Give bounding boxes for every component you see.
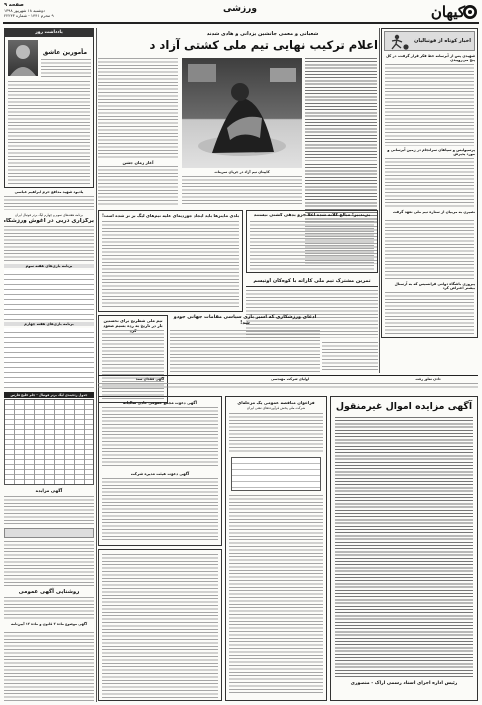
logo-text: کیهان bbox=[430, 3, 466, 21]
schedule-header-2: برنامه بازی‌های هفته چهارم bbox=[4, 322, 94, 326]
tender-ad: فراخوان مناقصه عمومی یک مرحله‌ای شرکت مل… bbox=[225, 396, 327, 701]
league-body bbox=[4, 226, 94, 262]
league-headline: برگزاری دربی در آغوش ورزشگاه bbox=[4, 218, 94, 224]
short-news-box: اخبار کوتاه از فوتبالیان شهیدی پس از آبر… bbox=[381, 28, 478, 338]
wrestlers-image-icon bbox=[188, 64, 296, 156]
strip-label-3: آگهی فقدان سند bbox=[135, 377, 165, 381]
main-lead-text bbox=[305, 58, 377, 161]
short-news-body-4 bbox=[385, 292, 474, 336]
football-player-icon bbox=[391, 34, 409, 50]
main-kicker: شعبانی و معمی جانشین یزدانی و هادی شدند bbox=[206, 31, 319, 37]
recall-body-2 bbox=[4, 632, 94, 701]
small-ads-block bbox=[98, 549, 222, 701]
issue-line: ۹ محرم ۱۴۴۱ - شماره ۲۲۲۴۳ bbox=[4, 13, 54, 18]
column-rule-left bbox=[96, 28, 97, 702]
auction-body bbox=[4, 496, 94, 526]
property-auction-body bbox=[335, 417, 473, 679]
tender-body-2 bbox=[229, 495, 323, 695]
short-news-body-3 bbox=[385, 220, 474, 280]
short-news-sub-2: نصیرن به مربیان از ستاره تیم ملی تعهد گر… bbox=[392, 210, 475, 214]
ads-separator bbox=[98, 375, 478, 376]
masthead: کیهان ورزشی صفحه ۹ دوشنبه ۱۸ شهریور ۱۳۹۸… bbox=[0, 0, 482, 24]
portrait-icon bbox=[10, 45, 36, 76]
strip-small-ads bbox=[98, 383, 478, 389]
assembly-title: آگهی دعوت مجمع عمومی عادی سالیانه bbox=[123, 400, 197, 405]
miners-news-body bbox=[102, 221, 239, 309]
main-body-left bbox=[98, 58, 178, 158]
left-ads-body bbox=[4, 541, 94, 586]
auction-header: آگهی مزایده bbox=[35, 489, 63, 494]
schedule-table-2 bbox=[4, 328, 94, 388]
main-body-center bbox=[182, 176, 302, 206]
debt-news-title: بی‌تدبیر! مبالغ کلانه شده اعلا جزو بدهی … bbox=[253, 213, 371, 218]
note-header: یادداشت روز bbox=[5, 29, 93, 37]
newspaper-logo: کیهان bbox=[418, 2, 478, 22]
tender-title: فراخوان مناقصه عمومی یک مرحله‌ای bbox=[237, 400, 315, 405]
miners-news-box: بلدی ماینرها باید ایجاد جوردیه‌ای علیه ت… bbox=[98, 210, 243, 312]
board-invite-body bbox=[102, 478, 218, 542]
column-rule-right bbox=[379, 28, 380, 373]
short-news-sub-1: پرسپولیس و سپاهان سرانجام در زمین آبرسان… bbox=[387, 148, 475, 157]
schedule-table-1 bbox=[4, 270, 94, 320]
section-title: ورزشی bbox=[223, 4, 257, 14]
property-auction-title: آگهی مزایده اموال غیرمنقول bbox=[335, 401, 473, 412]
short-news-sub-3: پیروزی باشگاه دولتی فرانسیس که به آرسنال… bbox=[394, 282, 475, 291]
center-filler bbox=[322, 342, 378, 372]
roster-list bbox=[305, 164, 377, 224]
short-news-body-1 bbox=[385, 64, 474, 146]
main-body-left-2 bbox=[98, 166, 178, 206]
note-body-2 bbox=[8, 81, 90, 185]
chess-body bbox=[102, 330, 164, 400]
debt-news-body bbox=[250, 221, 374, 271]
judo-body bbox=[170, 330, 320, 372]
logo-emblem-icon bbox=[463, 5, 477, 19]
recall-header: روشنایی آگهی عمومی bbox=[18, 589, 80, 595]
debt-news-box: بی‌تدبیر! مبالغ کلانه شده اعلا جزو بدهی … bbox=[246, 210, 378, 273]
masthead-rule bbox=[3, 22, 479, 24]
short-news-title: اخبار کوتاه از فوتبالیان bbox=[414, 38, 471, 44]
page-number: صفحه ۹ bbox=[4, 2, 24, 8]
karate-title: تمرین مشترک تیم ملی کاراته با کوه‌کان آو… bbox=[246, 278, 378, 287]
author-photo bbox=[8, 40, 38, 76]
recall-body bbox=[4, 597, 94, 619]
short-news-lead: شهیدی پس از آبرسانه خط فکر قرار گرفت، در… bbox=[385, 54, 475, 63]
assembly-body bbox=[102, 407, 218, 467]
recall-subheader: آگهی موضوع ماده ۳ قانون و ماده ۱۳ آیین‌ن… bbox=[10, 622, 88, 626]
main-headline: اعلام ترکیب نهایی تیم ملی کشتی آزاد در ر… bbox=[150, 38, 378, 52]
obit-body bbox=[4, 196, 94, 210]
tender-table bbox=[231, 457, 321, 491]
judo-title: ادعای ورزشکاری که اسیر بازی سیاسی مقامات… bbox=[173, 315, 317, 326]
league-kicker: برنامه هفته‌های سوم و چهارم لیگ برتر فوت… bbox=[14, 213, 84, 217]
photo-caption: کاپیتان تیم آزاد در جریان تمرینات bbox=[214, 170, 270, 174]
logo-strip bbox=[4, 528, 94, 538]
note-author-name: مأمورین عاشق bbox=[42, 49, 88, 56]
standings-table bbox=[4, 399, 94, 485]
note-body bbox=[41, 59, 91, 79]
property-auction-ad: آگهی مزایده اموال غیرمنقول رئیس اداره اج… bbox=[330, 396, 478, 701]
main-body-title: آغاز زمان جشن bbox=[122, 160, 154, 165]
date-line: دوشنبه ۱۸ شهریور ۱۳۹۸ bbox=[4, 8, 45, 13]
wrestling-photo bbox=[182, 58, 302, 168]
strip-label-2: اولیای شرکت مهندسی bbox=[270, 377, 310, 381]
tender-subtitle: شرکت ملی پخش فرآورده‌های نفتی ایران bbox=[246, 406, 306, 410]
miners-news-title: بلدی ماینرها باید ایجاد جوردیه‌ای علیه ت… bbox=[101, 213, 240, 218]
assembly-ad: آگهی دعوت مجمع عمومی عادی سالیانه آگهی د… bbox=[98, 396, 222, 546]
strip-label-1: دادن تعلق رفت bbox=[415, 377, 441, 381]
tender-body-1 bbox=[229, 413, 323, 453]
short-news-banner: اخبار کوتاه از فوتبالیان bbox=[384, 31, 475, 51]
property-auction-signature: رئیس اداره اجرای اسناد رسمی اراک - منصور… bbox=[350, 681, 458, 686]
obit-title: یادبود شهید مدافع حرم ابراهیم عباسی bbox=[14, 190, 84, 194]
standings-header: جدول رده‌بندی لیگ برتر فوتبال - جام خلیج… bbox=[4, 392, 94, 398]
note-box: یادداشت روز مأمورین عاشق bbox=[4, 28, 94, 188]
small-ads-body bbox=[102, 554, 218, 698]
chess-box: تیم ملی شطرنج برای نخستین بار در تاریخ ب… bbox=[98, 315, 168, 403]
schedule-header: برنامه بازی‌های هفته سوم bbox=[4, 264, 94, 268]
board-invite-title: آگهی دعوت هیئت مدیره شرکت bbox=[130, 471, 190, 476]
short-news-body-2 bbox=[385, 158, 474, 208]
